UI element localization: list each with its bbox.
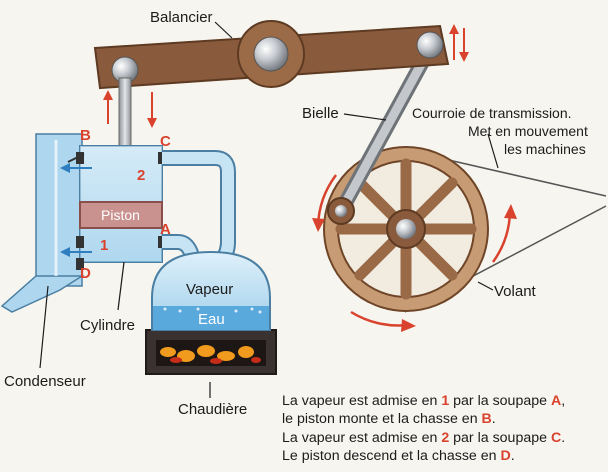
label-chaudiere: Chaudière	[178, 401, 247, 418]
leader-lines	[39, 21, 499, 398]
flywheel	[323, 146, 489, 312]
connecting-rod	[327, 40, 438, 225]
label-piston: Piston	[101, 207, 140, 223]
label-courroie-1: Courroie de transmission.	[412, 105, 572, 121]
marker-c: C	[160, 133, 171, 150]
marker-1: 1	[100, 237, 108, 254]
caption-line-1: La vapeur est admise en 1 par la soupape…	[282, 393, 566, 409]
motion-arrows	[103, 24, 469, 128]
caption-line-4: Le piston descend et la chasse en D.	[282, 447, 515, 464]
boiler	[145, 250, 277, 375]
marker-b: B	[80, 127, 91, 144]
steam-pipes	[162, 150, 236, 268]
label-cylindre: Cylindre	[80, 317, 135, 334]
exhaust-arrows	[60, 163, 92, 257]
label-courroie-3: les machines	[504, 141, 586, 157]
caption-line-3: La vapeur est admise en 2 par la soupape…	[282, 429, 566, 446]
beam	[93, 20, 450, 90]
cylinder	[79, 145, 163, 263]
label-courroie-2: Met en mouvement	[468, 123, 588, 139]
piston	[79, 201, 163, 229]
label-vapeur: Vapeur	[186, 281, 233, 298]
label-balancier: Balancier	[150, 9, 213, 26]
label-eau: Eau	[198, 311, 225, 328]
label-bielle: Bielle	[302, 105, 339, 122]
label-condenseur: Condenseur	[4, 373, 86, 390]
marker-a: A	[160, 221, 171, 238]
label-volant: Volant	[494, 283, 537, 300]
caption: La vapeur est admise en 1 par la soupape…	[282, 392, 602, 465]
caption-line-2: le piston monte et la chasse en B.	[282, 411, 496, 428]
marker-d: D	[80, 265, 91, 282]
marker-2: 2	[137, 167, 145, 184]
rotation-arrows	[312, 174, 517, 332]
